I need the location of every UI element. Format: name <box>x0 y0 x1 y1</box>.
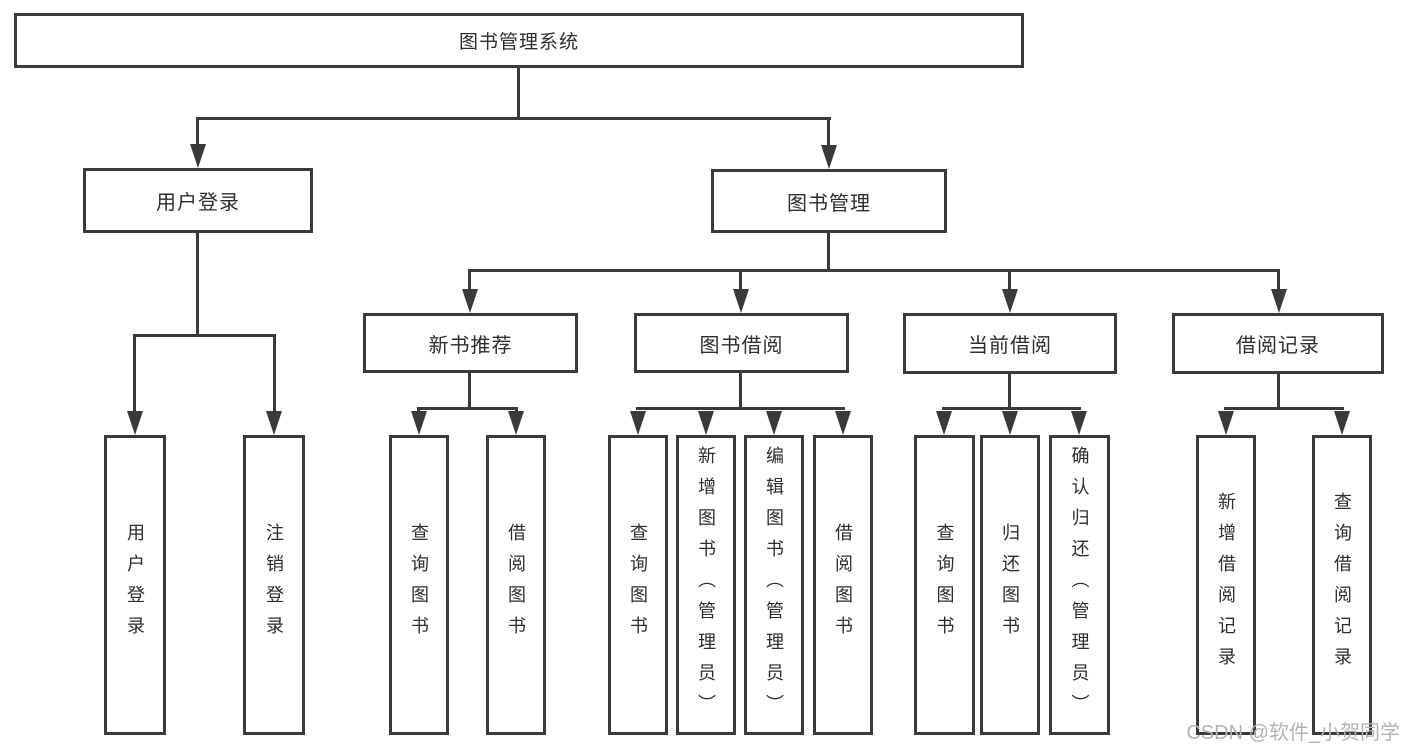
connector-cb-horizontal <box>942 407 1081 410</box>
connector-drop-book-management <box>827 117 830 149</box>
leaf-label: 借阅图书 <box>506 523 526 647</box>
arrowhead-down-icon <box>266 411 282 435</box>
connector-drop-user-login <box>196 117 199 149</box>
arrowhead-down-icon <box>1002 411 1018 435</box>
connector-nbr-vertical <box>468 373 471 410</box>
connector-root-horizontal <box>197 117 831 120</box>
leaf-nbr-query-books: 查询图书 <box>389 435 449 735</box>
arrowhead-down-icon <box>835 411 851 435</box>
node-label: 图书管理 <box>787 192 871 215</box>
leaf-br-add-borrow-record: 新增借阅记录 <box>1196 435 1256 735</box>
leaf-cb-return-books: 归还图书 <box>980 435 1040 735</box>
leaf-label: 查询图书 <box>409 523 429 647</box>
connector-drop-leaf <box>273 334 276 414</box>
node-label: 图书借阅 <box>699 334 784 357</box>
arrowhead-down-icon <box>411 411 427 435</box>
connector-drop-new-book-recommend <box>468 269 471 293</box>
connector-book-management-horizontal <box>468 269 1280 272</box>
leaf-bb-query-books: 查询图书 <box>608 435 668 735</box>
leaf-label: 借阅图书 <box>833 523 853 647</box>
arrowhead-down-icon <box>766 411 782 435</box>
leaf-user-login: 用户登录 <box>104 435 166 735</box>
leaf-nbr-borrow-books: 借阅图书 <box>486 435 546 735</box>
arrowhead-down-icon <box>698 411 714 435</box>
leaf-cb-confirm-return-admin: 确认归还（管理员） <box>1049 435 1110 735</box>
leaf-cb-query-books: 查询图书 <box>914 435 975 735</box>
arrowhead-down-icon <box>630 411 646 435</box>
leaf-label: 查询图书 <box>934 523 955 647</box>
node-new-book-recommend: 新书推荐 <box>363 313 578 373</box>
connector-drop-leaf <box>133 334 136 414</box>
arrowhead-down-icon <box>1271 289 1287 313</box>
node-borrow-records: 借阅记录 <box>1172 313 1384 374</box>
connector-bb-vertical <box>739 373 742 410</box>
leaf-label: 用户登录 <box>125 523 145 647</box>
leaf-bb-borrow-books: 借阅图书 <box>813 435 873 735</box>
node-label: 用户登录 <box>156 192 240 214</box>
leaf-label: 查询图书 <box>628 523 648 647</box>
connector-drop-current-borrow <box>1008 269 1011 293</box>
leaf-label: 编辑图书（管理员） <box>764 445 784 725</box>
connector-bb-horizontal <box>636 407 845 410</box>
arrowhead-down-icon <box>936 411 952 435</box>
node-book-management: 图书管理 <box>711 169 947 233</box>
arrowhead-down-icon <box>1002 289 1018 313</box>
connector-br-vertical <box>1277 374 1280 410</box>
arrowhead-down-icon <box>508 411 524 435</box>
leaf-label: 新增图书（管理员） <box>696 445 716 725</box>
node-current-borrow: 当前借阅 <box>903 313 1117 374</box>
node-library-management-system: 图书管理系统 <box>14 13 1024 68</box>
node-label: 借阅记录 <box>1236 335 1320 357</box>
arrowhead-down-icon <box>1071 411 1087 435</box>
leaf-label: 新增借阅记录 <box>1216 492 1236 678</box>
leaf-logout: 注销登录 <box>243 435 305 735</box>
arrowhead-down-icon <box>821 145 837 169</box>
leaf-label: 归还图书 <box>1000 523 1020 647</box>
arrowhead-down-icon <box>127 411 143 435</box>
connector-cb-vertical <box>1008 374 1011 410</box>
connector-book-management-vertical <box>827 233 830 272</box>
node-label: 图书管理系统 <box>458 32 579 53</box>
arrowhead-down-icon <box>190 144 206 168</box>
connector-br-horizontal <box>1224 407 1344 410</box>
leaf-label: 注销登录 <box>264 523 284 647</box>
arrowhead-down-icon <box>733 289 749 313</box>
node-label: 新书推荐 <box>428 334 513 357</box>
connector-root-vertical <box>517 68 520 118</box>
node-label: 当前借阅 <box>968 335 1052 357</box>
leaf-bb-add-books-admin: 新增图书（管理员） <box>676 435 736 735</box>
node-user-login: 用户登录 <box>83 168 313 233</box>
arrowhead-down-icon <box>462 289 478 313</box>
leaf-label: 查询借阅记录 <box>1332 492 1352 678</box>
csdn-watermark: CSDN @软件_小贺同学 <box>1186 722 1400 744</box>
leaf-br-query-borrow-record: 查询借阅记录 <box>1312 435 1372 735</box>
connector-nbr-horizontal <box>417 407 518 410</box>
connector-drop-book-borrow <box>739 269 742 293</box>
leaf-label: 确认归还（管理员） <box>1069 445 1090 725</box>
leaf-bb-edit-books-admin: 编辑图书（管理员） <box>744 435 804 735</box>
connector-user-login-vertical <box>196 233 199 337</box>
node-book-borrow: 图书借阅 <box>634 313 849 373</box>
arrowhead-down-icon <box>1218 411 1234 435</box>
connector-drop-borrow-records <box>1277 269 1280 293</box>
arrowhead-down-icon <box>1334 411 1350 435</box>
connector-user-login-horizontal <box>133 334 276 337</box>
